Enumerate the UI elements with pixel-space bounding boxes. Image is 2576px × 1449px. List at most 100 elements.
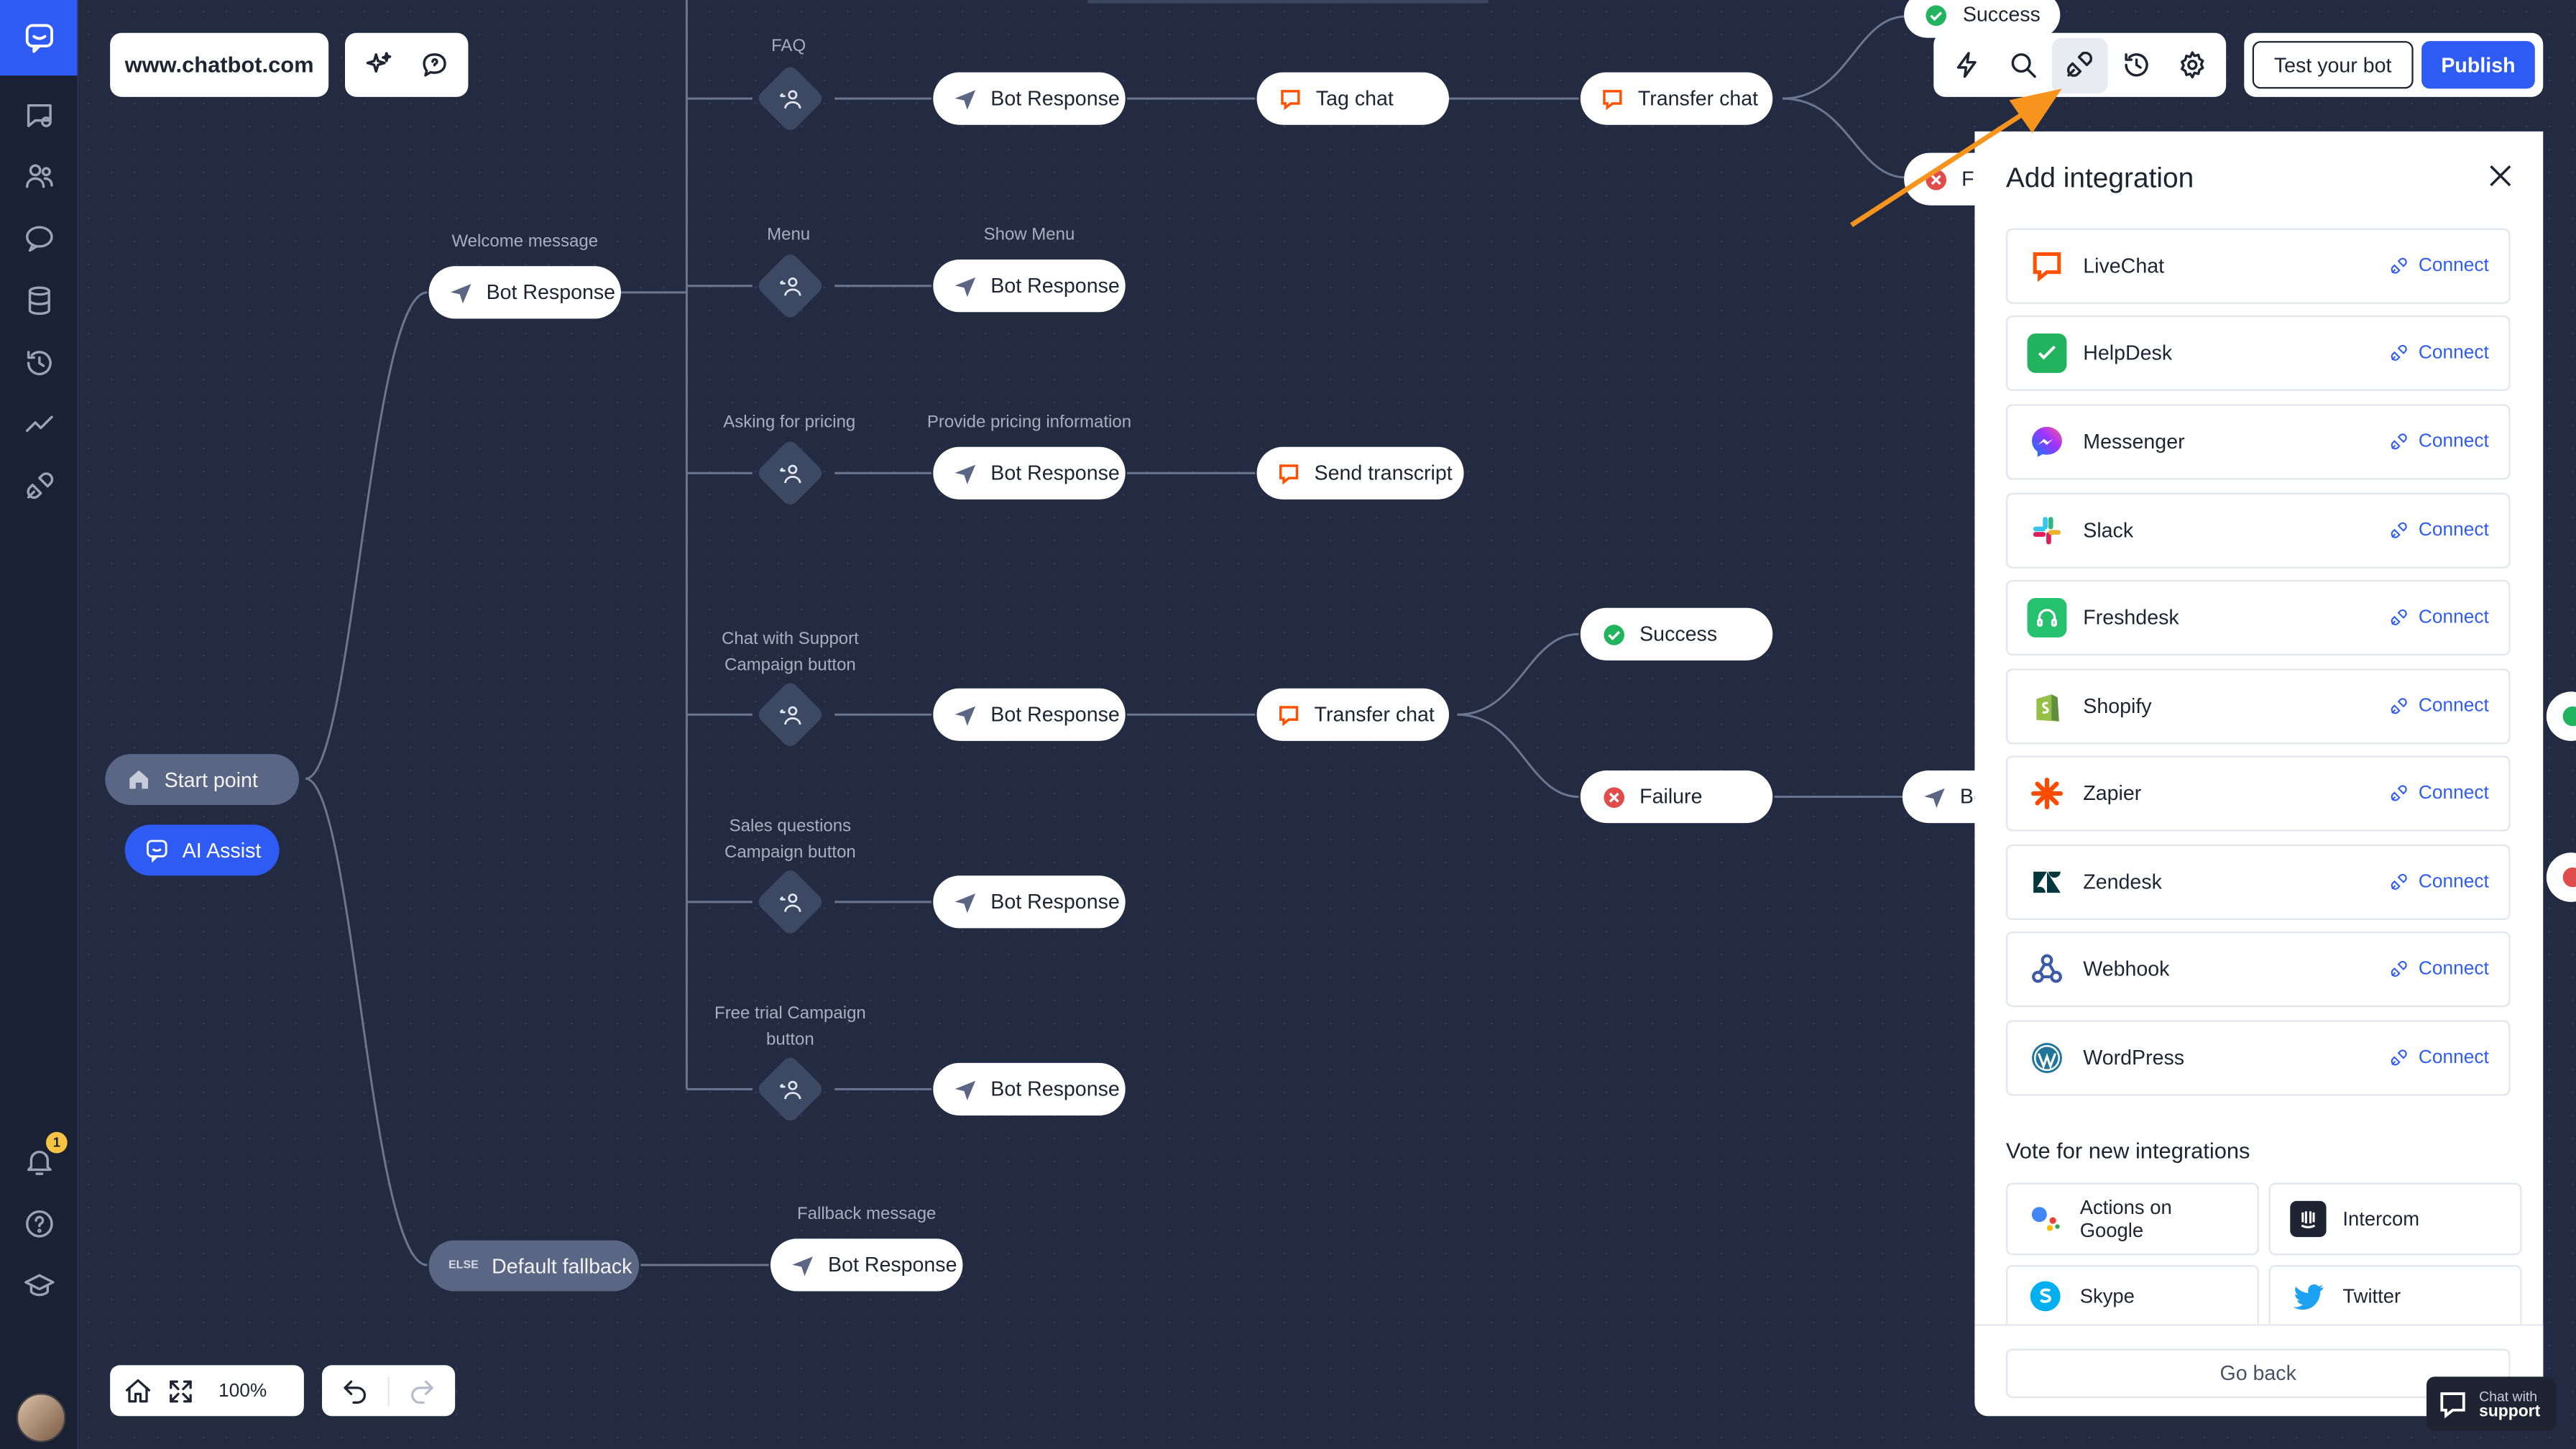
go-back-button[interactable]: Go back <box>2005 1348 2511 1399</box>
bot-response-label: Bot Response <box>990 274 1120 298</box>
bot-url-label[interactable]: www.chatbot.com <box>110 32 329 97</box>
intercom-icon <box>2290 1200 2327 1238</box>
notifications-icon[interactable] <box>19 1142 59 1182</box>
menu-label: Menu <box>767 225 811 245</box>
connect-button[interactable]: Connect <box>2389 608 2489 627</box>
send-transcript-node[interactable]: Send transcript <box>1256 446 1464 500</box>
home-view-icon[interactable] <box>123 1376 152 1405</box>
vote-row-intercom[interactable]: Intercom <box>2268 1182 2522 1256</box>
integration-row-helpdesk[interactable]: HelpDesk Connect <box>2005 315 2511 391</box>
undo-icon[interactable] <box>322 1376 390 1406</box>
bot-response-label: Bot Response <box>990 890 1120 914</box>
failure-node[interactable]: Failure <box>1580 770 1773 824</box>
start-point-node[interactable]: Start point <box>105 754 299 805</box>
bot-response-label: Bot Response <box>827 1253 957 1276</box>
vote-row-actions-on-google[interactable]: Actions on Google <box>2005 1182 2259 1256</box>
zoom-level[interactable]: 100% <box>218 1381 267 1401</box>
integration-row-messenger[interactable]: Messenger Connect <box>2005 404 2511 480</box>
integration-name: Shopify <box>2083 694 2152 718</box>
help-icon[interactable] <box>19 1204 59 1243</box>
slack-icon <box>2028 511 2067 551</box>
publish-button[interactable]: Publish <box>2421 41 2535 89</box>
bot-response-label: Bot Response <box>990 87 1120 111</box>
search-icon[interactable] <box>1995 37 2051 93</box>
chat-with-support-widget[interactable]: Chat with support <box>2426 1376 2557 1431</box>
transfer-chat-node-top[interactable]: Transfer chat <box>1580 72 1773 125</box>
connect-button[interactable]: Connect <box>2389 344 2489 363</box>
check-circle-icon <box>1600 621 1627 648</box>
chats-icon[interactable] <box>19 96 59 135</box>
fallback-bot-response-node[interactable]: Bot Response <box>770 1238 963 1292</box>
bot-response-label: Bot Response <box>990 1077 1120 1101</box>
webhook-icon <box>2028 949 2067 989</box>
success-node-top[interactable]: Success <box>1904 0 2061 38</box>
integration-row-webhook[interactable]: Webhook Connect <box>2005 931 2511 1008</box>
view-controls: 100% <box>110 1365 304 1417</box>
integration-row-livechat[interactable]: LiveChat Connect <box>2005 228 2511 304</box>
ai-sparkle-icon[interactable] <box>351 37 407 93</box>
history-icon[interactable] <box>19 344 59 383</box>
success-node[interactable]: Success <box>1580 607 1773 661</box>
stories-icon[interactable] <box>19 218 59 258</box>
history-icon[interactable] <box>2108 37 2164 93</box>
fit-screen-icon[interactable] <box>166 1376 196 1405</box>
vote-row-skype[interactable]: Skype <box>2005 1264 2259 1325</box>
trial-bot-response-node[interactable]: Bot Response <box>933 1062 1126 1116</box>
integration-row-zendesk[interactable]: Zendesk Connect <box>2005 844 2511 920</box>
tag-chat-node[interactable]: Tag chat <box>1256 72 1449 125</box>
failure-label: Failure <box>1639 785 1703 809</box>
integration-row-zapier[interactable]: Zapier Connect <box>2005 755 2511 832</box>
lightning-icon[interactable] <box>1939 37 1995 93</box>
panel-title: Add integration <box>2005 162 2194 194</box>
success-label: Success <box>1962 3 2041 27</box>
integration-row-slack[interactable]: Slack Connect <box>2005 492 2511 569</box>
integrations-plug-icon[interactable] <box>2051 37 2108 93</box>
redo-icon[interactable] <box>390 1376 455 1405</box>
vote-row-twitter[interactable]: Twitter <box>2268 1264 2522 1325</box>
connect-button[interactable]: Connect <box>2389 873 2489 892</box>
livechat-icon <box>2028 247 2067 286</box>
integration-row-shopify[interactable]: Shopify Connect <box>2005 668 2511 745</box>
connect-button[interactable]: Connect <box>2389 783 2489 804</box>
sales-label-line2: Campaign button <box>724 842 856 862</box>
connect-button[interactable]: Connect <box>2389 1048 2489 1068</box>
sales-label-line1: Sales questions <box>729 816 852 837</box>
chat-preview-icon[interactable] <box>407 37 462 93</box>
user-avatar[interactable] <box>16 1393 66 1443</box>
default-fallback-node[interactable]: ELSE Default fallback <box>428 1240 640 1292</box>
else-tag: ELSE <box>448 1260 479 1272</box>
academy-icon[interactable] <box>19 1266 59 1306</box>
send-icon <box>953 86 978 112</box>
test-your-bot-button[interactable]: Test your bot <box>2252 41 2414 89</box>
analytics-icon[interactable] <box>19 404 59 443</box>
send-icon <box>790 1252 814 1279</box>
support-bot-response-node[interactable]: Bot Response <box>933 688 1126 741</box>
wordpress-icon <box>2028 1039 2067 1078</box>
user-input-icon <box>772 884 808 920</box>
welcome-bot-response-node[interactable]: Bot Response <box>428 266 621 319</box>
connect-button[interactable]: Connect <box>2389 521 2489 540</box>
menu-bot-response-node[interactable]: Bot Response <box>933 259 1126 313</box>
transfer-chat-label: Transfer chat <box>1637 87 1759 111</box>
settings-gear-icon[interactable] <box>2165 37 2221 93</box>
connect-button[interactable]: Connect <box>2389 432 2489 452</box>
vote-name: Twitter <box>2342 1284 2401 1307</box>
faq-bot-response-node[interactable]: Bot Response <box>933 72 1126 125</box>
database-icon[interactable] <box>19 281 59 321</box>
integrations-icon[interactable] <box>19 466 59 506</box>
pricing-bot-response-node[interactable]: Bot Response <box>933 446 1126 500</box>
ai-assist-button[interactable]: AI Assist <box>124 824 280 876</box>
livechat-icon <box>1276 86 1303 112</box>
connect-button[interactable]: Connect <box>2389 960 2489 979</box>
close-icon[interactable] <box>2484 160 2517 193</box>
connect-button[interactable]: Connect <box>2389 696 2489 717</box>
livechat-icon <box>1276 460 1301 487</box>
chatbot-logo[interactable] <box>0 0 78 76</box>
sales-bot-response-node[interactable]: Bot Response <box>933 875 1126 929</box>
integration-name: Freshdesk <box>2083 606 2179 630</box>
integration-row-freshdesk[interactable]: Freshdesk Connect <box>2005 579 2511 656</box>
transfer-chat-node[interactable]: Transfer chat <box>1256 688 1449 741</box>
connect-button[interactable]: Connect <box>2389 257 2489 276</box>
audience-icon[interactable] <box>19 156 59 196</box>
integration-row-wordpress[interactable]: WordPress Connect <box>2005 1020 2511 1096</box>
